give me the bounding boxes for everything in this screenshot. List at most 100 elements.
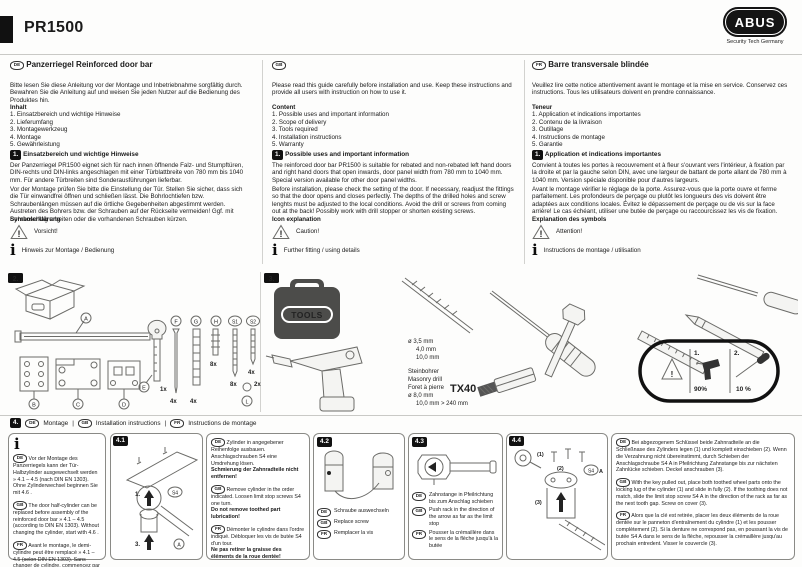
section1-badge: 1. [272, 150, 284, 160]
column-divider [262, 60, 263, 264]
lang-badge-gb: GB [272, 61, 286, 70]
svg-text:TX40: TX40 [450, 383, 476, 395]
svg-text:Foret à pierre: Foret à pierre [408, 385, 445, 391]
brand-tagline: Security Tech Germany [726, 39, 784, 45]
section1-badge: 1. [10, 150, 22, 160]
step-4-1-de: DE Zylinder in angegebener Reihenfolge a… [211, 438, 305, 481]
section1-para1-fr: Convient à toutes les portes à recouvrem… [532, 162, 787, 184]
step-number-label: (2) [557, 466, 564, 472]
assembly-intro-box: i DE Vor der Montage des Panzerriegels k… [8, 433, 106, 567]
svg-text:2x: 2x [254, 382, 261, 388]
svg-text:4x: 4x [190, 399, 197, 405]
svg-text:G: G [194, 320, 198, 326]
column-divider [524, 60, 525, 264]
lead-de: Bitte lesen Sie diese Anleitung vor der … [10, 82, 243, 104]
step-4-1-text-box: DE Zylinder in angegebener Reihenfolge a… [206, 433, 310, 560]
lang-badge-fr: FR [412, 529, 426, 539]
section1-title: Possible uses and important information [285, 151, 410, 158]
svg-text:1x: 1x [160, 387, 167, 393]
column-title-de: DE Panzerriegel Reinforced door bar [10, 60, 252, 70]
toc-item: 5. Gewährleistung [10, 141, 60, 149]
exclamation-glyph: ! [280, 229, 283, 239]
lang-badge-gb: GB [77, 418, 92, 428]
step-text: Remove cylinder in the order indicated. … [211, 486, 301, 507]
usage-step1: 1. [694, 350, 700, 357]
product-title: PR1500 [24, 19, 84, 36]
part-plate-D: D [107, 360, 141, 410]
note-row-fr: i Instructions de montage / utilisation [532, 241, 788, 259]
part-screw-S1: S1 8x [228, 315, 242, 388]
step-4-4-text-box: DE Bei abgezogenem Schlüssel beide Zahnr… [611, 433, 795, 560]
toc-gb: Content 1. Possible uses and important i… [272, 104, 514, 149]
cordless-drill-icon [265, 346, 363, 412]
section1-title: Einsatzbereich und wichtige Hinweise [23, 151, 139, 158]
svg-text:F: F [174, 320, 178, 326]
svg-text:D: D [122, 403, 126, 409]
svg-text:C: C [76, 403, 80, 409]
part-label-a: A [599, 469, 603, 475]
part-cap-L: 2x L [241, 382, 261, 407]
lang-badge-de: DE [25, 418, 40, 428]
caption-text: Schraube auswechseln [334, 507, 389, 514]
assembly-intro-gb: GB The door half-cylinder can be replace… [13, 500, 101, 537]
screwdriver-icon [489, 290, 596, 377]
symbols-title-fr: Explanation des symbols [532, 216, 607, 223]
section1-para1-gb: The reinforced door bar PR1500 is suitab… [272, 162, 512, 184]
step-text: Bei abgezogenem Schlüssel beide Zahnradt… [616, 440, 787, 474]
toc-item: 2. Contenu de la livraison [532, 118, 602, 126]
svg-text:A: A [84, 317, 88, 323]
column-fr: FR Barre transversale blindée Veuillez l… [532, 56, 792, 268]
toc-title: Inhalt [10, 104, 27, 111]
assembly-title-gb: Installation instructions [95, 419, 161, 427]
step-4-2-diagram [324, 450, 394, 499]
svg-text:B: B [32, 403, 36, 409]
package-box-icon [14, 279, 86, 320]
hammer-icon [544, 303, 586, 378]
toc-item: 4. Installation instructions [272, 133, 342, 141]
column-gb: GB Please read this guide carefully befo… [272, 56, 518, 268]
lang-badge-fr: FR [616, 511, 630, 521]
info-icon: i [532, 241, 538, 259]
lang-badge-de: DE [211, 438, 225, 447]
title-text: Panzerriegel Reinforced door bar [26, 60, 153, 69]
separator: | [72, 419, 74, 427]
svg-text:S1: S1 [232, 320, 238, 326]
caption-text: Remplacer la vis [334, 529, 374, 536]
lang-badge-gb: GB [317, 518, 331, 528]
part-label-s4: S4 [172, 491, 178, 497]
part-plug-H: H 8x [210, 315, 222, 368]
step-warning: Do not remove toothed part lubrication! [211, 507, 281, 521]
step-4-4-fr: FR Alors que la clé est retirée, placer … [616, 511, 790, 547]
lead-gb: Please read this guide carefully before … [272, 82, 512, 97]
usage-pct2: 10 % [736, 386, 751, 393]
warning-triangle-icon: ! [272, 224, 290, 239]
warning-triangle-icon: ! [532, 224, 550, 239]
abus-logo-icon: ABUS [723, 7, 787, 37]
assembly-header: 4. DE Montage | GB Installation instruct… [10, 418, 256, 428]
lang-badge-gb: GB [211, 484, 225, 494]
toc-item: 4. Montage [10, 133, 41, 141]
step-warning: Ne pas retirer la graisse des éléments d… [211, 547, 282, 561]
part-screw-S2: S2 4x [246, 315, 260, 376]
toc-item: 1. Application et indications importante… [532, 111, 641, 119]
assembly-title-de: Montage [43, 419, 69, 427]
lang-badge-de: DE [13, 454, 27, 463]
toc-item: 1. Einsatzbereich und wichtige Hinweise [10, 111, 121, 119]
tool-usage-badge: ! 1. 90% 2. 10 % [638, 339, 780, 403]
info-icon: i [10, 241, 16, 259]
column-de: DE Panzerriegel Reinforced door bar Bitt… [10, 56, 256, 268]
caution-row-de: ! Vorsicht! [10, 224, 252, 240]
svg-text:4,0 mm: 4,0 mm [416, 347, 436, 353]
caution-row-gb: ! Caution! [272, 224, 514, 240]
scope-of-delivery-diagram: 2. A B [8, 273, 261, 410]
caption-text: Pousser la crémaillère dans le sens de l… [429, 529, 499, 550]
section1-para2-gb: Before installation, please check the se… [272, 186, 514, 216]
symbols-title-gb: Icon explanation [272, 216, 321, 223]
exclamation-glyph: ! [18, 229, 21, 239]
info-icon: i [272, 241, 278, 259]
step-4-3-diagram [417, 454, 497, 485]
